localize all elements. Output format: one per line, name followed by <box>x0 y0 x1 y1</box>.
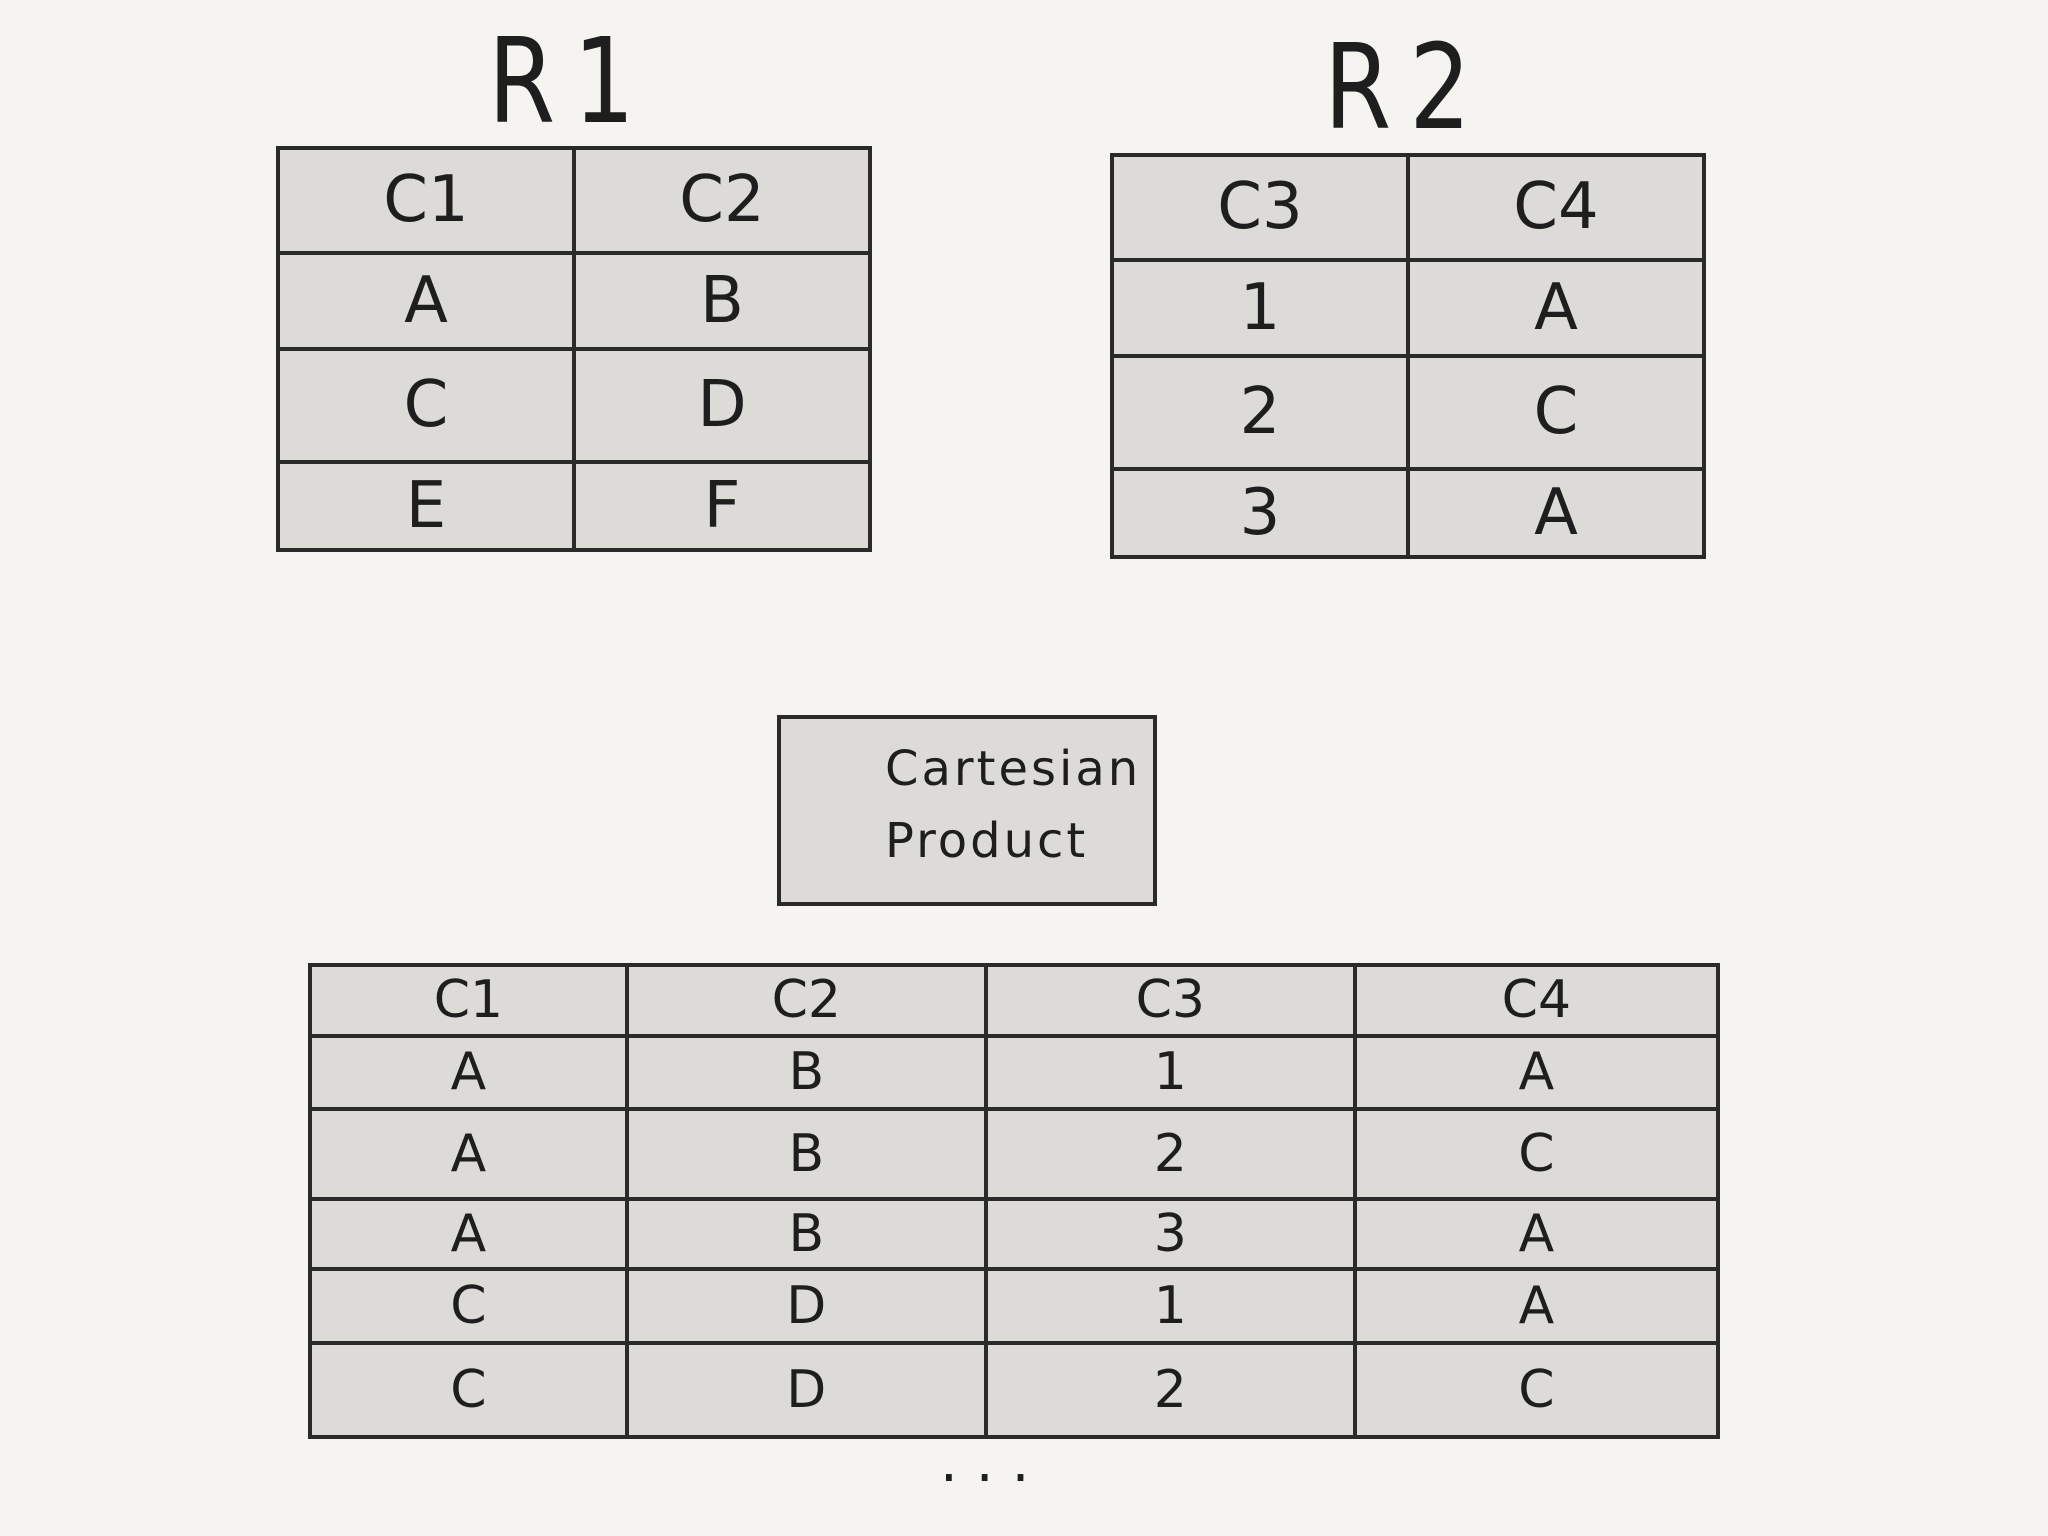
table-cell: A <box>308 1196 629 1272</box>
table-cell: A <box>1352 1196 1721 1272</box>
table-cell: A <box>1352 1033 1721 1111</box>
table-row: A B 1 A <box>308 1033 1721 1111</box>
column-header: C2 <box>572 146 872 255</box>
table-cell: 1 <box>983 1267 1357 1345</box>
table-row: 3 A <box>1110 466 1706 560</box>
table-cell: A <box>1406 257 1706 358</box>
operation-label-line: Cartesian <box>885 741 1142 797</box>
table-cell: A <box>276 250 576 351</box>
table-row: C D <box>276 346 872 464</box>
table-row: 2 C <box>1110 353 1706 471</box>
column-header: C1 <box>276 146 576 255</box>
table-cell: D <box>572 346 872 464</box>
table-cell: C <box>308 1267 629 1345</box>
relation-r2-title: R2 <box>1324 18 1489 156</box>
table-cell: 3 <box>983 1196 1357 1272</box>
table-cell: 1 <box>1110 257 1410 358</box>
table-row: A B 2 C <box>308 1106 1721 1201</box>
table-cell: B <box>624 1033 988 1111</box>
table-cell: B <box>572 250 872 351</box>
column-header: C3 <box>983 963 1357 1038</box>
continuation-ellipsis: ... <box>940 1430 1048 1495</box>
table-cell: 1 <box>983 1033 1357 1111</box>
table-cell: A <box>1352 1267 1721 1345</box>
operation-label: Cartesian Product <box>885 733 1155 877</box>
table-header-row: C1 C2 <box>276 146 872 255</box>
column-header: C3 <box>1110 153 1410 262</box>
table-cell: E <box>276 459 576 553</box>
table-cell: D <box>624 1340 988 1440</box>
result-table: C1 C2 C3 C4 A B 1 A A B 2 C A B 3 A C D … <box>308 963 1721 1440</box>
table-row: 1 A <box>1110 257 1706 358</box>
table-cell: C <box>276 346 576 464</box>
table-row: C D 1 A <box>308 1267 1721 1345</box>
table-cell: C <box>1352 1340 1721 1440</box>
column-header: C2 <box>624 963 988 1038</box>
table-cell: 2 <box>983 1106 1357 1201</box>
table-cell: 2 <box>1110 353 1410 471</box>
table-row: E F <box>276 459 872 553</box>
table-row: A B <box>276 250 872 351</box>
table-row: C D 2 C <box>308 1340 1721 1440</box>
table-cell: B <box>624 1196 988 1272</box>
table-cell: 2 <box>983 1340 1357 1440</box>
cartesian-product-operation-box: Cartesian Product <box>777 715 1157 906</box>
table-cell: C <box>1406 353 1706 471</box>
table-cell: F <box>572 459 872 553</box>
operation-label-line: Product <box>885 813 1089 869</box>
table-row: A B 3 A <box>308 1196 1721 1272</box>
table-cell: D <box>624 1267 988 1345</box>
column-header: C4 <box>1406 153 1706 262</box>
table-cell: A <box>1406 466 1706 560</box>
table-cell: C <box>308 1340 629 1440</box>
table-cell: A <box>308 1106 629 1201</box>
column-header: C1 <box>308 963 629 1038</box>
table-header-row: C3 C4 <box>1110 153 1706 262</box>
relation-r1-table: C1 C2 A B C D E F <box>276 146 872 553</box>
table-cell: A <box>308 1033 629 1111</box>
table-cell: B <box>624 1106 988 1201</box>
relation-r1-title: R1 <box>488 12 653 150</box>
column-header: C4 <box>1352 963 1721 1038</box>
table-cell: 3 <box>1110 466 1410 560</box>
relation-r2-table: C3 C4 1 A 2 C 3 A <box>1110 153 1706 560</box>
table-header-row: C1 C2 C3 C4 <box>308 963 1721 1038</box>
table-cell: C <box>1352 1106 1721 1201</box>
